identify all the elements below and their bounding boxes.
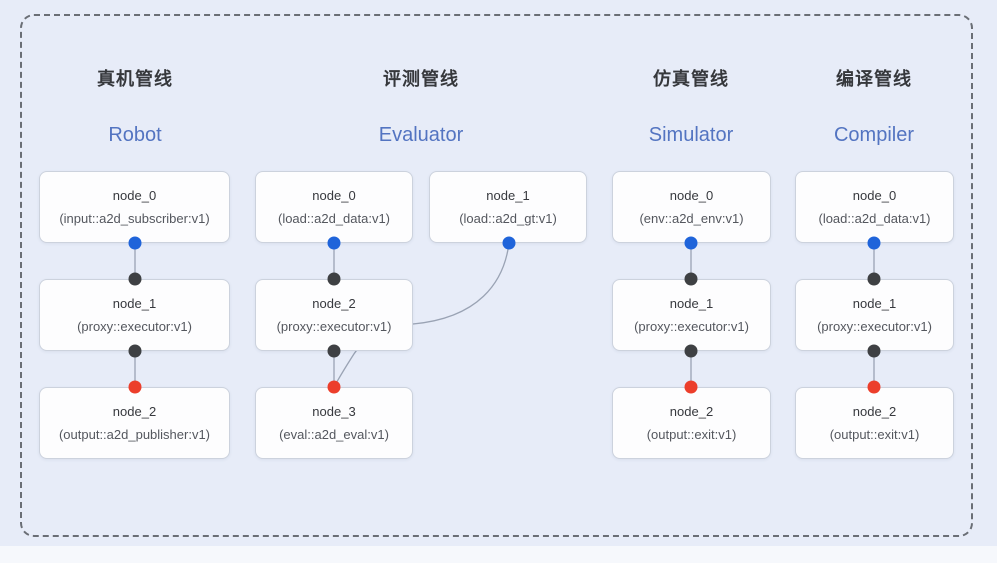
compiler-title-en: Compiler — [833, 124, 915, 146]
node-type: (load::a2d_gt:v1) — [459, 211, 557, 226]
robot-title-zh: 真机管线 — [97, 69, 173, 89]
node-type: (load::a2d_data:v1) — [818, 211, 931, 226]
node-name: node_0 — [312, 188, 356, 203]
node-name: node_2 — [112, 404, 157, 419]
node-name: node_2 — [312, 296, 356, 311]
evaluator-node-1: node_1 (load::a2d_gt:v1) — [429, 171, 587, 243]
node-type: (proxy::executor:v1) — [77, 319, 192, 334]
evaluator-node-3: node_3 (eval::a2d_eval:v1) — [255, 387, 413, 459]
evaluator-node-2: node_2 (proxy::executor:v1) — [255, 279, 413, 351]
compiler-title-zh: 编译管线 — [836, 69, 912, 89]
node-name: node_3 — [312, 404, 356, 419]
robot-title-en: Robot — [108, 124, 162, 146]
node-name: node_1 — [486, 188, 530, 203]
node-type: (output::exit:v1) — [646, 427, 737, 442]
node-name: node_0 — [852, 188, 897, 203]
simulator-title-en: Simulator — [648, 124, 734, 146]
compiler-node-2: node_2 (output::exit:v1) — [795, 387, 954, 459]
node-type: (eval::a2d_eval:v1) — [279, 427, 389, 442]
robot-node-2: node_2 (output::a2d_publisher:v1) — [39, 387, 230, 459]
evaluator-node-0: node_0 (load::a2d_data:v1) — [255, 171, 413, 243]
node-type: (env::a2d_env:v1) — [639, 211, 744, 226]
node-name: node_2 — [669, 404, 714, 419]
evaluator-title-en: Evaluator — [378, 124, 464, 146]
node-type: (proxy::executor:v1) — [634, 319, 749, 334]
compiler-node-0: node_0 (load::a2d_data:v1) — [795, 171, 954, 243]
node-name: node_1 — [669, 296, 714, 311]
node-type: (proxy::executor:v1) — [276, 319, 392, 334]
node-name: node_1 — [852, 296, 897, 311]
evaluator-title-zh: 评测管线 — [383, 69, 459, 89]
node-name: node_2 — [852, 404, 897, 419]
simulator-node-1: node_1 (proxy::executor:v1) — [612, 279, 771, 351]
node-type: (proxy::executor:v1) — [817, 319, 932, 334]
simulator-node-2: node_2 (output::exit:v1) — [612, 387, 771, 459]
robot-node-1: node_1 (proxy::executor:v1) — [39, 279, 230, 351]
simulator-title-zh: 仿真管线 — [653, 69, 729, 89]
node-name: node_1 — [112, 296, 157, 311]
node-type: (load::a2d_data:v1) — [277, 211, 391, 226]
node-type: (output::exit:v1) — [829, 427, 920, 442]
simulator-node-0: node_0 (env::a2d_env:v1) — [612, 171, 771, 243]
pipeline-frame — [20, 14, 973, 537]
robot-node-0: node_0 (input::a2d_subscriber:v1) — [39, 171, 230, 243]
node-type: (output::a2d_publisher:v1) — [58, 427, 211, 442]
node-name: node_0 — [669, 188, 714, 203]
node-type: (input::a2d_subscriber:v1) — [59, 211, 210, 226]
node-name: node_0 — [112, 188, 157, 203]
bottom-strip — [0, 546, 997, 563]
compiler-node-1: node_1 (proxy::executor:v1) — [795, 279, 954, 351]
